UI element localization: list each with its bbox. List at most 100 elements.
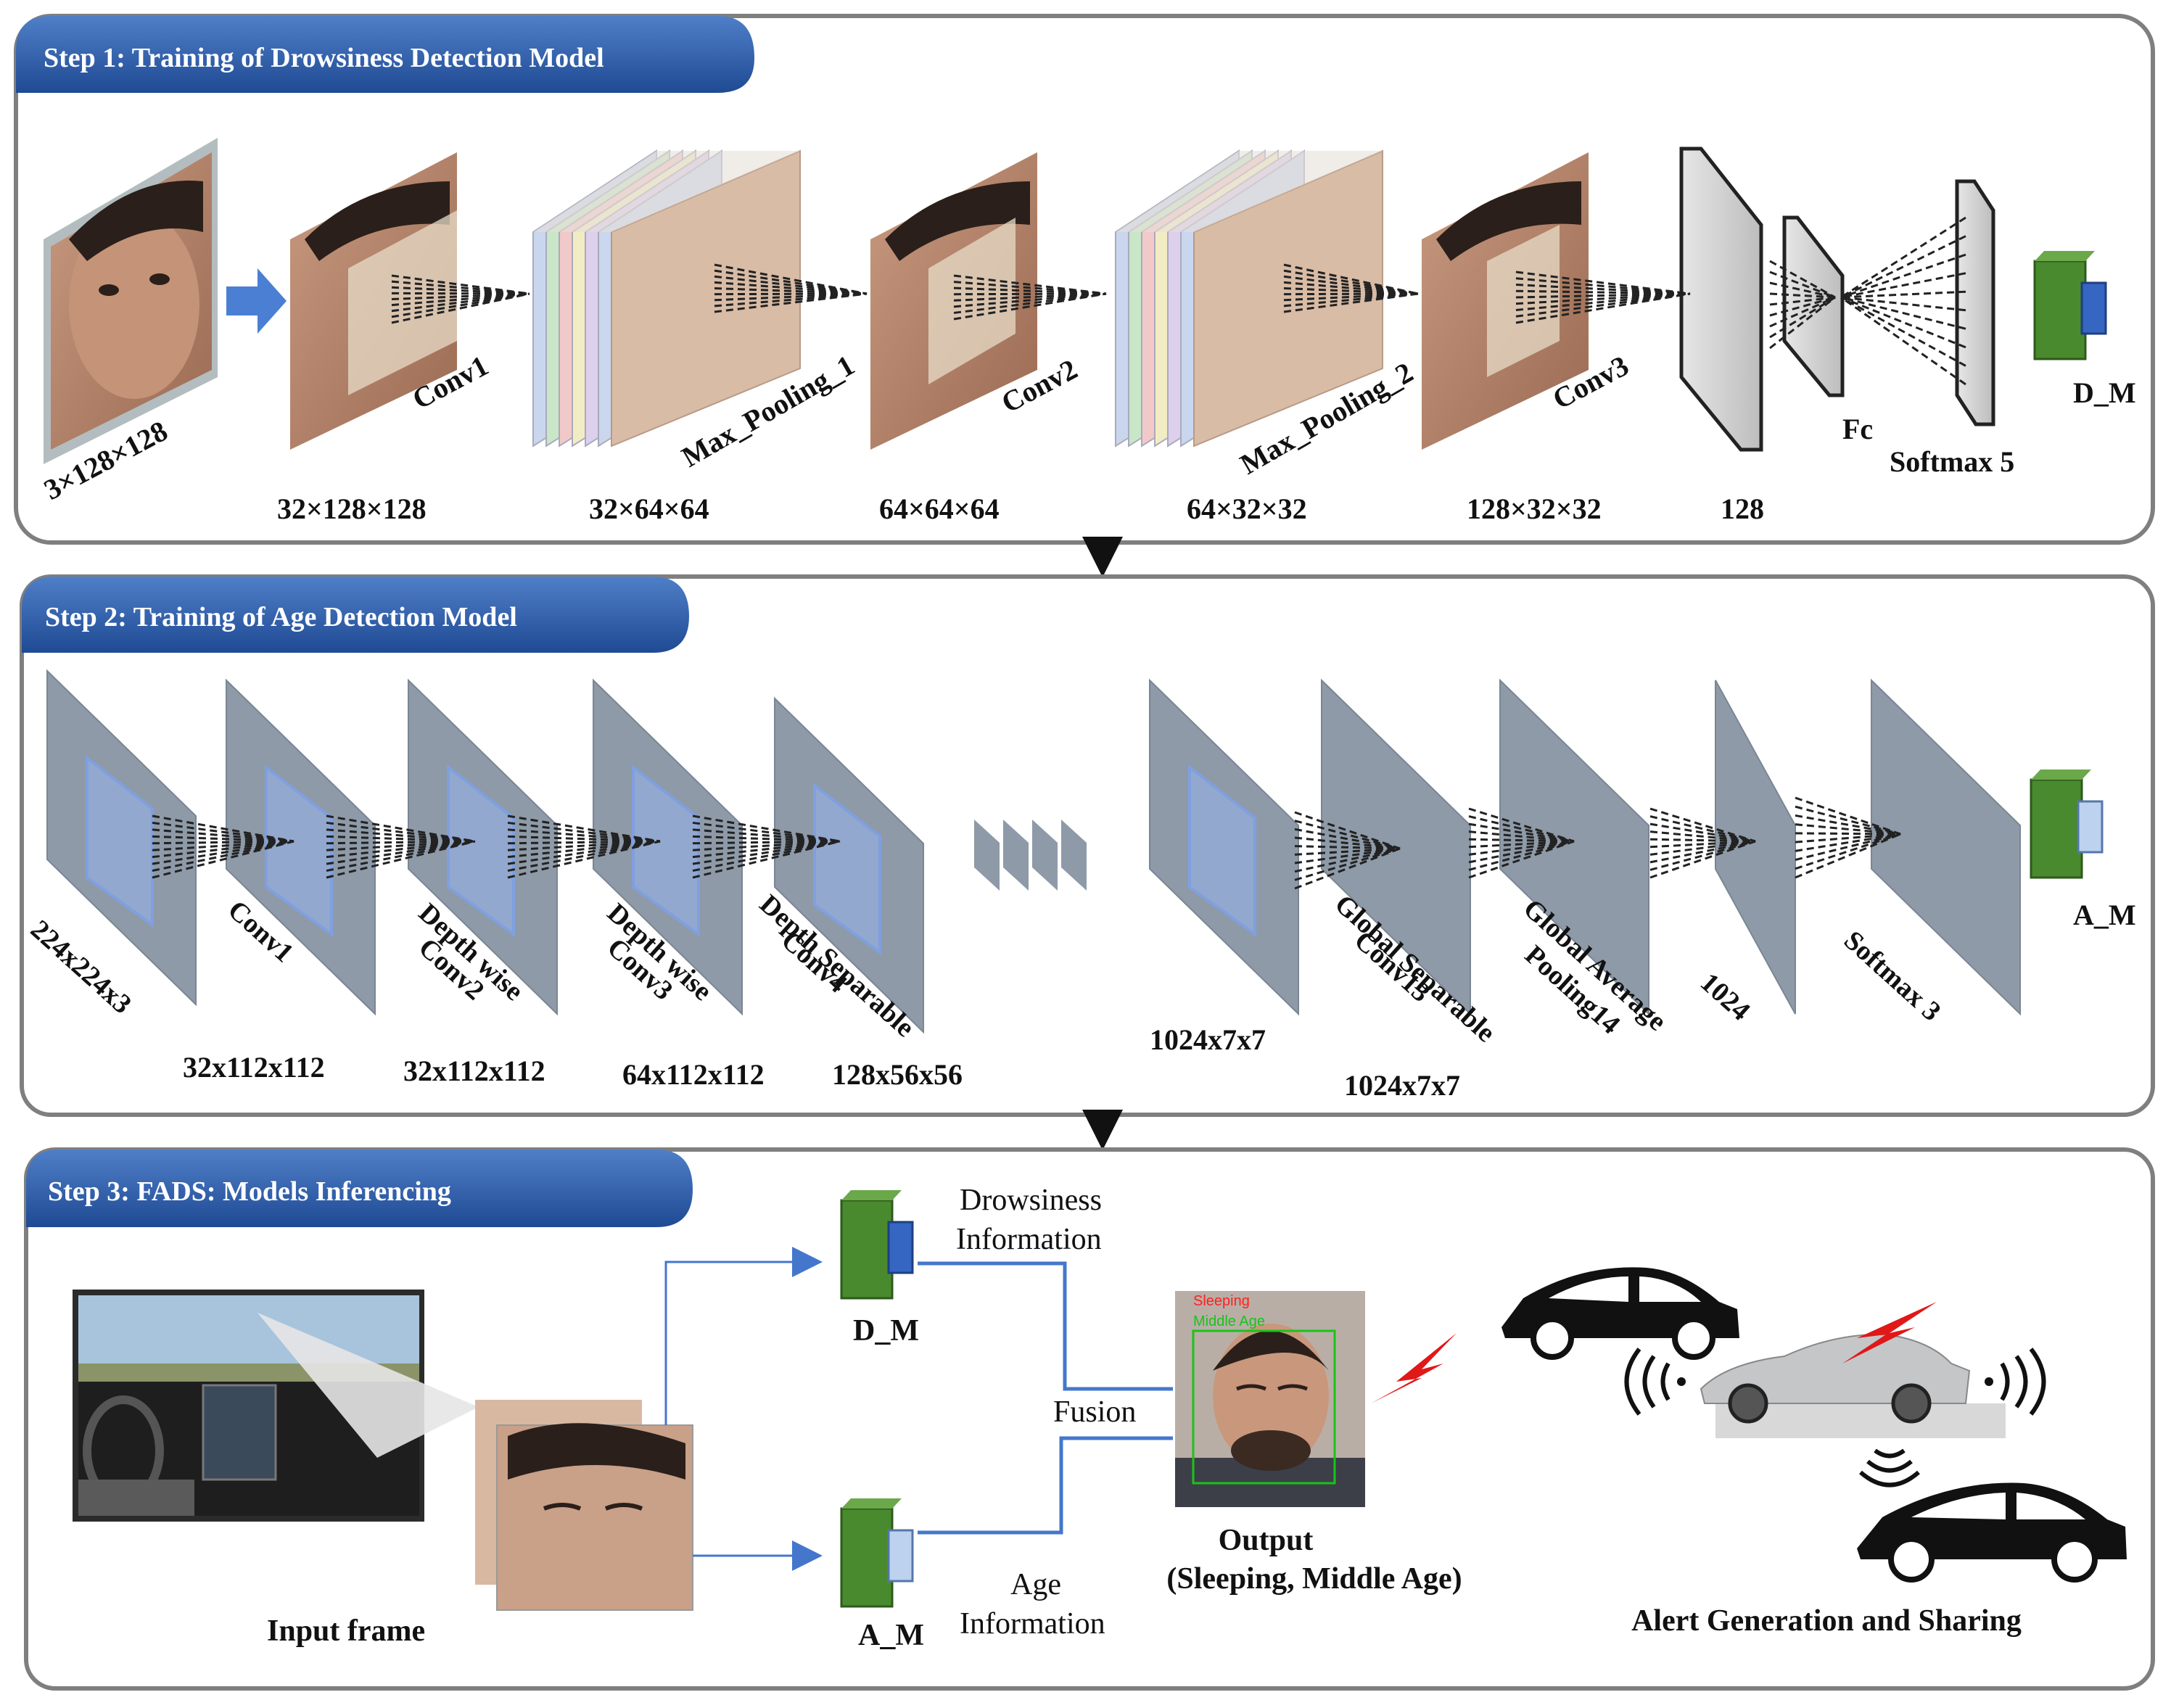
plate-kernel-5 (1188, 764, 1256, 937)
fan-s2-7 (1649, 830, 1756, 843)
fan-conv2 (953, 286, 1107, 295)
fan-fc (1769, 296, 1836, 328)
fan-conv2 (953, 292, 1107, 321)
fan-fc (1769, 296, 1836, 339)
fan-s2-5 (1294, 820, 1401, 850)
input-frame-label: Input frame (267, 1614, 425, 1648)
fan-s2-6 (1468, 822, 1575, 843)
fan-softmax (1840, 296, 1966, 312)
plate-7 (1499, 678, 1649, 1016)
fan-s2-5 (1294, 847, 1401, 881)
fan-conv3 (1515, 292, 1691, 324)
fan-s2-2 (326, 814, 476, 843)
step3-title: Step 3: FADS: Models Inferencing (48, 1176, 451, 1207)
output-label-line2: (Sleeping, Middle Age) (1166, 1562, 1462, 1596)
size-pool2: 64×32×32 (1187, 492, 1307, 525)
plate-kernel-2 (447, 764, 515, 937)
fan-s2-5 (1294, 847, 1401, 865)
fan-s2-7 (1649, 840, 1756, 879)
fan-s2-4 (692, 828, 841, 843)
size-fc: 128 (1721, 492, 1764, 525)
fan-s2-8 (1795, 833, 1901, 862)
fan-s2-6 (1468, 840, 1575, 864)
fan-s2-7 (1649, 840, 1756, 856)
fan-s2-8 (1795, 833, 1901, 870)
fan-conv2 (953, 292, 1107, 302)
face-tag-age: Middle Age (1193, 1313, 1265, 1329)
fan-s2-6 (1468, 840, 1575, 879)
drowsiness-info-line1: Drowsiness (960, 1184, 1102, 1217)
fan-s2-3 (507, 840, 661, 845)
am-label-s3: A_M (858, 1619, 924, 1652)
alert-bolt-icon (1371, 1333, 1457, 1403)
plate-8 (1715, 680, 1796, 1015)
step1-header (16, 16, 754, 93)
fan-softmax (1840, 290, 1966, 299)
fan-s2-4 (692, 840, 841, 859)
input-face-image (44, 138, 218, 464)
fan-s2-5 (1294, 847, 1401, 856)
fan-pool1 (714, 292, 868, 313)
fan-s2-5 (1294, 836, 1401, 850)
fan-s2-7 (1649, 840, 1756, 864)
fan-pool1 (714, 275, 868, 295)
fan-s2-6 (1468, 838, 1575, 843)
fan-s2-3 (507, 840, 661, 859)
fan-s2-3 (507, 840, 661, 872)
fan-s2-4 (692, 840, 841, 845)
fan-softmax (1840, 253, 1966, 299)
fan-s2-1 (152, 840, 294, 879)
step3-panel: Step 3: FADS: Models Inferencing Input f… (24, 1147, 2155, 1691)
dm-fusion-line (918, 1261, 1173, 1391)
conv2-face (870, 152, 1037, 450)
fan-s2-5 (1294, 845, 1401, 850)
fan-softmax (1840, 272, 1966, 299)
fan-s2-1 (152, 840, 294, 872)
car-silver-icon (1700, 1302, 2006, 1438)
fan-s2-6 (1468, 815, 1575, 843)
step3-header (26, 1150, 693, 1227)
fan-s2-3 (507, 840, 661, 851)
face-tag-sleeping: Sleeping (1193, 1293, 1250, 1309)
dm-label: D_M (2073, 376, 2136, 409)
input-frame-image (73, 1290, 479, 1522)
age-info-line2: Information (960, 1607, 1105, 1641)
fan-s2-6 (1468, 840, 1575, 871)
signal-waves-icon (1624, 1348, 2046, 1488)
fan-s2-8 (1795, 805, 1901, 836)
fan-s2-2 (326, 840, 476, 845)
fan-s2-4 (692, 840, 841, 872)
fan-s2-1 (152, 835, 294, 843)
dm-model-icon (840, 1190, 914, 1300)
fan-s2-3 (507, 828, 661, 843)
fan-pool1 (714, 287, 868, 295)
max-pooling-1-stack (532, 149, 801, 447)
fan-s2-1 (152, 840, 294, 859)
fan-s2-6 (1468, 840, 1575, 849)
am-fusion-line (918, 1436, 1173, 1535)
step2-title: Step 2: Training of Age Detection Model (45, 602, 517, 632)
size-s2-3: 64x112x112 (622, 1058, 765, 1091)
fan-conv2 (953, 281, 1107, 295)
fan-softmax (1840, 296, 1966, 386)
fan-fc (1769, 271, 1836, 299)
fan-fc (1769, 296, 1836, 350)
fan-conv2 (953, 292, 1107, 308)
fan-s2-7 (1649, 838, 1756, 843)
fan-s2-1 (152, 840, 294, 865)
size-s2-1: 32x112x112 (183, 1051, 325, 1084)
max-pooling-2-block (1193, 149, 1383, 447)
input-face-crops (475, 1400, 693, 1611)
fan-s2-7 (1649, 840, 1756, 849)
am-label-s2: A_M (2073, 899, 2136, 931)
fan-pool1 (714, 292, 868, 302)
softmax5-label: Softmax 5 (1890, 445, 2014, 478)
drowsiness-info-line2: Information (956, 1223, 1102, 1256)
fan-s2-1 (152, 814, 294, 843)
output-label-line1: Output (1219, 1524, 1314, 1557)
fan-s2-8 (1795, 814, 1901, 836)
flow-arrow-icon (226, 268, 287, 334)
fan-fc (1769, 260, 1836, 299)
fan-s2-1 (152, 840, 294, 845)
car-black-2-icon (1857, 1482, 2127, 1583)
